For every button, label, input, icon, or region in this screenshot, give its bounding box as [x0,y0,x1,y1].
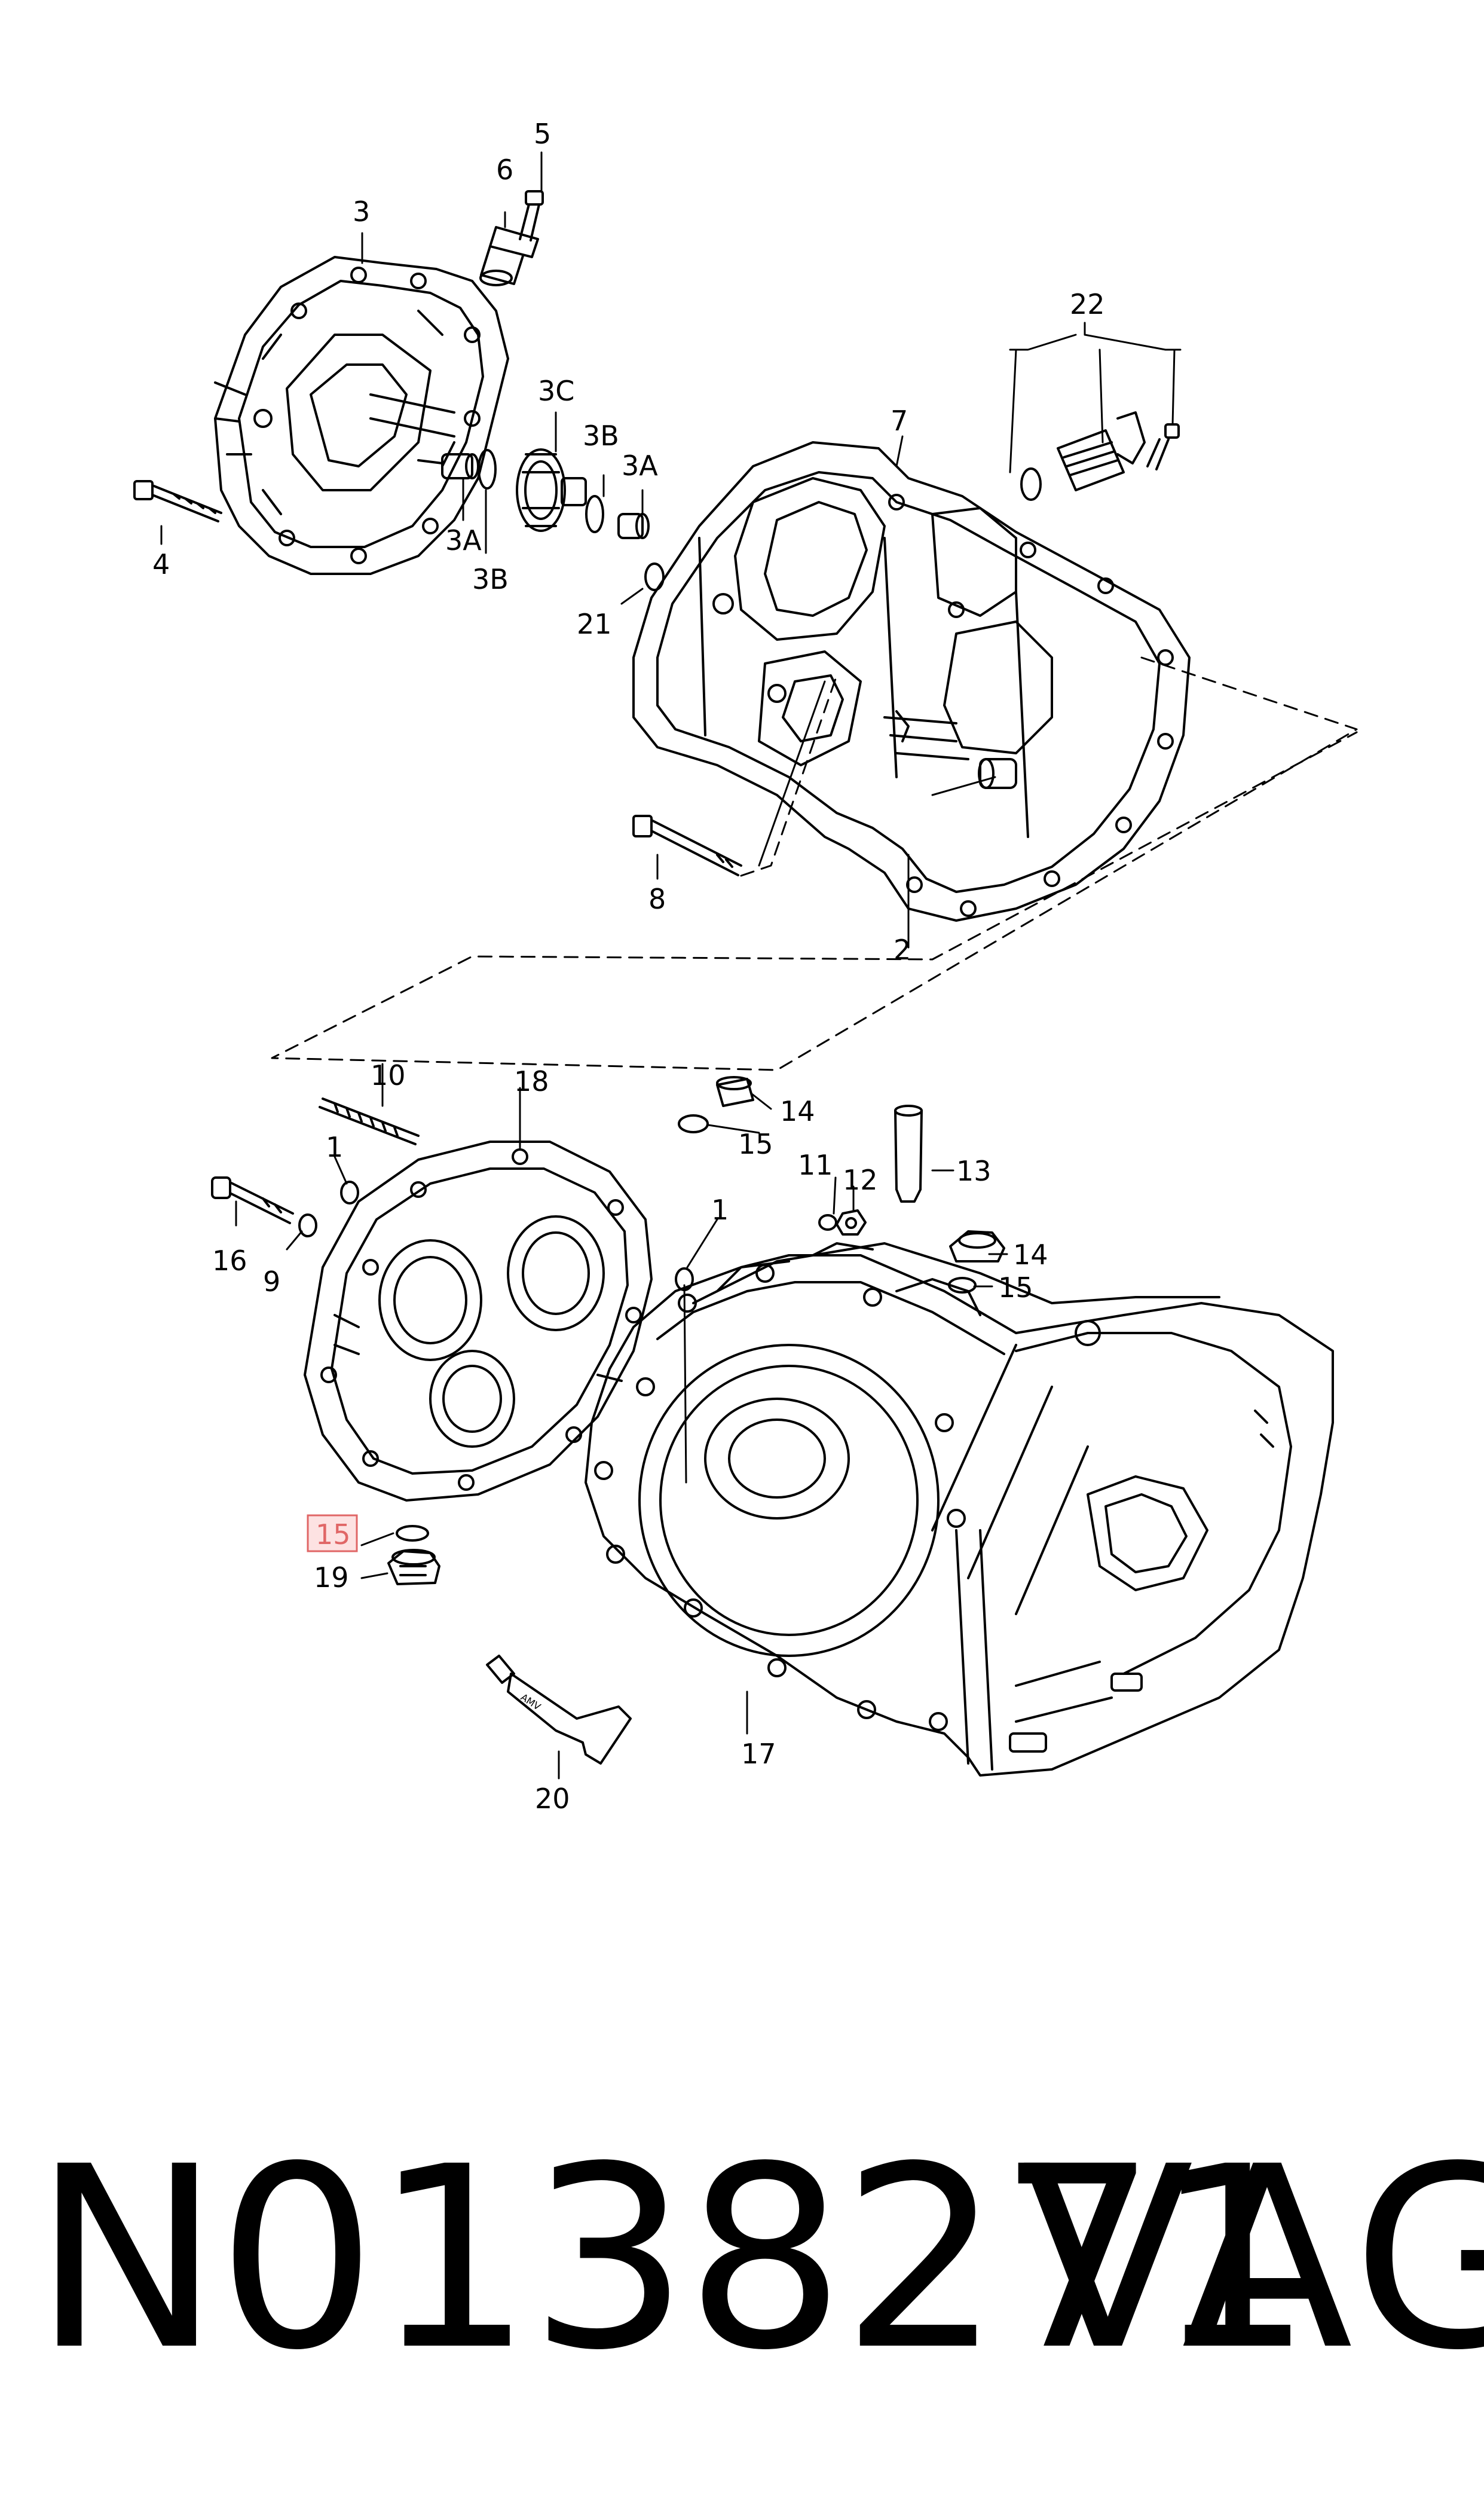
o-ring-15-highlighted [396,1525,429,1542]
washer-3b-right [585,495,604,533]
washer-3b-left [478,449,497,490]
drain-plug-19 [387,1549,440,1585]
callout-2: 2 [894,934,911,966]
callout-labels: 5 6 3 4 3A 3B 3C 3B 3A 21 7 22 8 2 10 18… [152,118,1105,1815]
leader-lines [160,151,1182,1780]
stud-10 [319,1097,420,1145]
callout-14-right: 14 [1013,1239,1048,1271]
callout-7: 7 [891,405,908,437]
washer-9 [298,1213,317,1237]
callout-15-highlighted: 15 [316,1518,351,1551]
callout-3b-right: 3B [583,420,619,452]
end-cover [214,256,509,575]
callout-3a-right: 3A [622,450,658,482]
pin-13 [894,1105,923,1203]
dashed-assembly-lines [271,656,1358,1071]
gearbox-housing-7 [632,441,1191,922]
sensor-6 [479,226,539,286]
callout-17: 17 [741,1738,776,1770]
callout-12: 12 [843,1164,878,1196]
bolt-16 [211,1176,294,1224]
selector-assembly-22 [1020,411,1180,501]
plug-14-top [716,1076,754,1107]
bushing-3a-right [617,513,650,539]
callout-3: 3 [353,195,370,228]
gear-3c [516,448,587,532]
callout-15-right: 15 [998,1271,1033,1304]
bolt-4 [133,480,222,522]
sealant-tube-20 [486,1655,632,1765]
callout-5: 5 [534,118,551,150]
washer-11 [818,1214,837,1231]
callout-1-middle: 1 [711,1194,729,1226]
bolt-8 [632,815,742,876]
callout-13: 13 [956,1155,992,1187]
o-ring-15-right [948,1277,977,1294]
nut-12 [836,1209,867,1236]
o-ring-15-top [678,1114,709,1133]
bushing-3a-left [417,453,479,479]
callout-10: 10 [371,1059,406,1092]
callout-3c: 3C [538,375,574,407]
gearbox-housing-17 [585,1242,1334,1777]
housing-cover-18 [304,1141,653,1502]
part-number: N0138271 [33,2113,1314,2405]
callout-14-top: 14 [780,1095,815,1127]
washer-1-left [340,1181,359,1204]
brand-name: VAG [1022,2113,1484,2405]
callout-3b-left: 3B [472,563,509,595]
callout-18: 18 [514,1065,549,1097]
callout-4: 4 [152,548,170,580]
callout-8: 8 [648,883,666,915]
o-ring-21 [644,562,665,591]
callout-9: 9 [263,1265,280,1298]
plug-14-right [949,1230,1005,1262]
callout-19: 19 [314,1561,349,1594]
callout-11: 11 [798,1149,833,1181]
callout-21: 21 [577,608,612,640]
sleeve-2 [978,758,1017,789]
bolt-5 [519,190,544,241]
callout-20: 20 [535,1783,570,1815]
callout-3a-left: 3A [445,524,482,557]
callout-1-left: 1 [326,1131,343,1163]
callout-22: 22 [1070,288,1105,320]
callout-16: 16 [212,1245,247,1277]
callout-15-highlight-box [307,1514,358,1552]
callout-6: 6 [496,154,513,186]
callout-15-top: 15 [738,1128,773,1160]
